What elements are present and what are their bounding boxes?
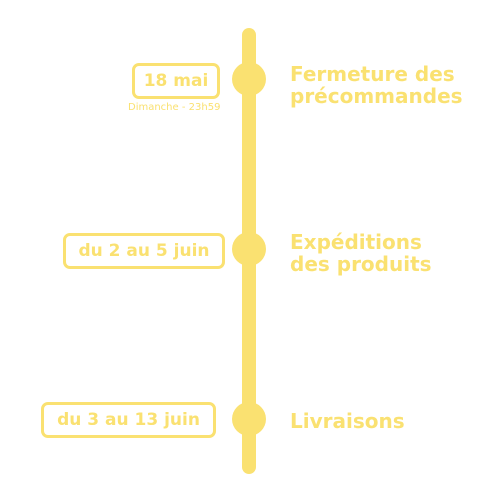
timeline-dot-delivery <box>232 402 266 436</box>
timeline-dot-preorder-close <box>232 62 266 96</box>
date-badge-preorder-close: 18 mai <box>132 63 220 99</box>
event-label-line: Expéditions <box>290 230 422 254</box>
event-label-line: des produits <box>290 252 432 276</box>
date-badge-delivery: du 3 au 13 juin <box>41 402 216 438</box>
event-label-line: Fermeture des <box>290 62 455 86</box>
date-note-preorder-close: Dimanche - 23h59 <box>128 102 221 113</box>
event-label-preorder-close: Fermeture des précommandes <box>290 63 463 107</box>
event-label-line: Livraisons <box>290 409 405 433</box>
event-label-delivery: Livraisons <box>290 410 405 432</box>
event-label-shipping: Expéditions des produits <box>290 231 432 275</box>
timeline-dot-shipping <box>232 232 266 266</box>
date-badge-shipping: du 2 au 5 juin <box>63 233 225 269</box>
event-label-line: précommandes <box>290 84 463 108</box>
